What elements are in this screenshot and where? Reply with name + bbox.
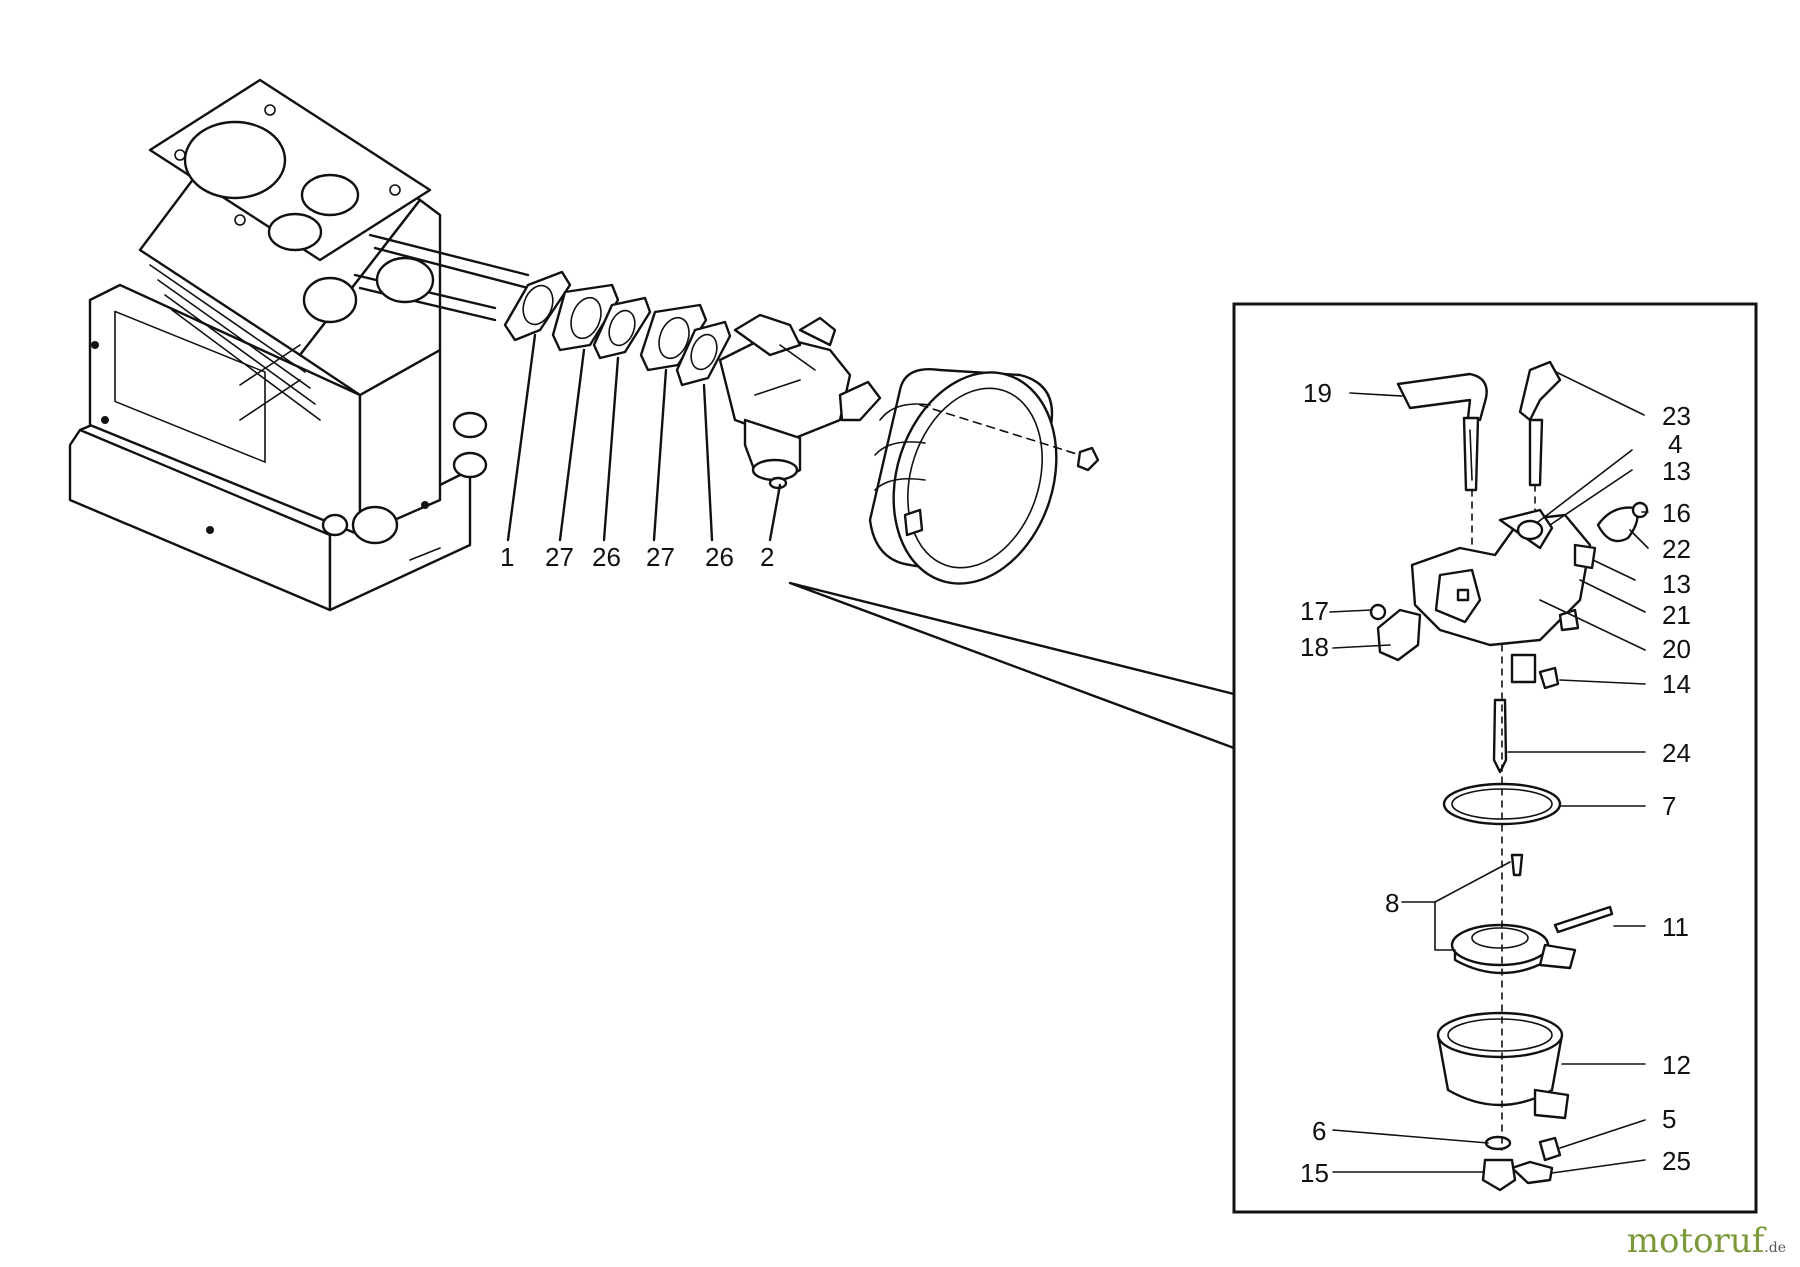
drain-screw-25 bbox=[1510, 1160, 1554, 1185]
label-12: 12 bbox=[1662, 1050, 1691, 1080]
label-26a: 26 bbox=[592, 542, 621, 572]
choke-lever-19 bbox=[1396, 372, 1488, 492]
float-8 bbox=[1450, 923, 1577, 975]
gasket-1 bbox=[503, 270, 572, 342]
label-5: 5 bbox=[1662, 1104, 1676, 1134]
spacer-27a bbox=[551, 283, 620, 352]
label-25: 25 bbox=[1662, 1146, 1691, 1176]
watermark-tld: .de bbox=[1764, 1240, 1786, 1256]
label-22: 22 bbox=[1662, 534, 1691, 564]
label-11: 11 bbox=[1662, 912, 1689, 942]
float-needle-8 bbox=[1510, 853, 1524, 877]
label-16: 16 bbox=[1662, 498, 1691, 528]
label-27a: 27 bbox=[545, 542, 574, 572]
exploded-leaders bbox=[506, 333, 782, 542]
carburetor-body bbox=[1410, 508, 1597, 684]
label-24: 24 bbox=[1662, 738, 1691, 768]
air-filter-housing bbox=[868, 368, 1100, 585]
label-4: 4 bbox=[1668, 429, 1682, 459]
detail-inset-frame bbox=[1232, 302, 1758, 1214]
label-26b: 26 bbox=[705, 542, 734, 572]
label-13b: 13 bbox=[1662, 569, 1691, 599]
screw-16 bbox=[1631, 501, 1649, 519]
label-21: 21 bbox=[1662, 600, 1691, 630]
label-1: 1 bbox=[500, 542, 514, 572]
float-pin-11 bbox=[1553, 905, 1614, 934]
throttle-plate-22 bbox=[1596, 506, 1639, 543]
engine-block bbox=[68, 78, 530, 612]
spring-5 bbox=[1538, 1136, 1562, 1162]
screw-14 bbox=[1538, 666, 1560, 690]
label-14: 14 bbox=[1662, 669, 1691, 699]
label-18: 18 bbox=[1300, 632, 1329, 662]
label-23: 23 bbox=[1662, 401, 1691, 431]
gasket-26a bbox=[592, 296, 652, 360]
label-leaders bbox=[1329, 371, 1649, 1174]
screw-17 bbox=[1369, 603, 1387, 621]
label-27b: 27 bbox=[646, 542, 675, 572]
inset-leader-lines bbox=[788, 581, 1236, 750]
watermark-logo: motoruf.de bbox=[1627, 1221, 1786, 1261]
washer-6 bbox=[1484, 1135, 1512, 1151]
float-bowl-12 bbox=[1436, 1011, 1570, 1120]
label-17: 17 bbox=[1300, 596, 1329, 626]
label-8: 8 bbox=[1385, 888, 1399, 918]
label-20: 20 bbox=[1662, 634, 1691, 664]
label-7: 7 bbox=[1662, 791, 1676, 821]
choke-plate-18 bbox=[1376, 608, 1422, 662]
label-6: 6 bbox=[1312, 1116, 1326, 1146]
label-13a: 13 bbox=[1662, 456, 1691, 486]
label-2: 2 bbox=[760, 542, 774, 572]
throttle-lever-23 bbox=[1518, 360, 1562, 487]
label-19: 19 bbox=[1303, 378, 1332, 408]
carburetor-assembly bbox=[718, 313, 882, 490]
part-number-labels: 1 27 26 27 26 2 19 23 4 13 16 22 13 21 2… bbox=[500, 378, 1691, 1188]
bowl-nut-15 bbox=[1481, 1158, 1517, 1192]
nozzle-24 bbox=[1492, 698, 1508, 774]
label-15: 15 bbox=[1300, 1158, 1329, 1188]
watermark-brand: motoruf bbox=[1626, 1221, 1765, 1261]
gasket-26b bbox=[675, 320, 732, 387]
